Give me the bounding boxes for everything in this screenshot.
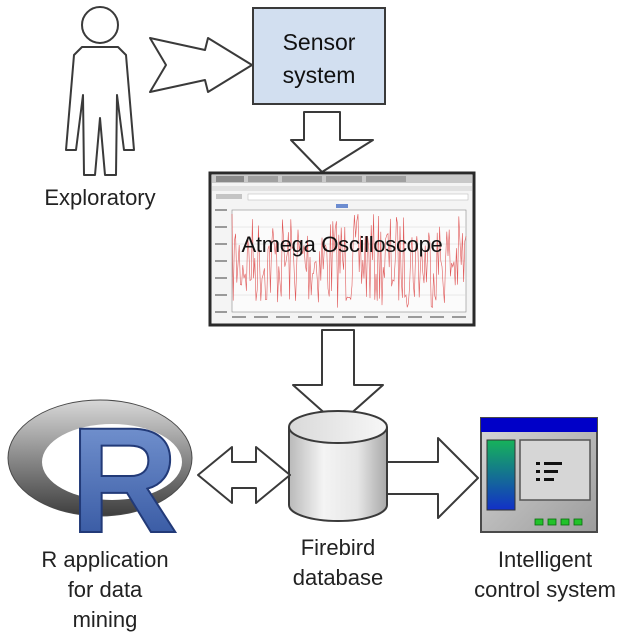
plot-x-tick — [430, 316, 444, 318]
control-label-line1: Intelligent — [497, 547, 593, 572]
oscilloscope-window — [208, 171, 476, 327]
plot-y-tick — [215, 277, 227, 279]
database-label-line1: Firebird — [300, 535, 376, 560]
sensor-system-label: Sensor system — [253, 26, 385, 92]
plot-x-tick — [254, 316, 268, 318]
plot-x-tick — [298, 316, 312, 318]
control-system-label: Intelligent control system — [460, 545, 630, 605]
database-cylinder-icon — [288, 410, 388, 522]
plot-y-tick — [215, 226, 227, 228]
arrow-sensor-to-oscilloscope — [290, 111, 374, 173]
r-logo-icon: R — [7, 395, 193, 565]
plot-y-tick — [215, 260, 227, 262]
plot-y-tick — [215, 243, 227, 245]
r-label-line3: mining — [72, 607, 138, 632]
plot-y-tick — [215, 294, 227, 296]
plot-x-tick — [408, 316, 422, 318]
r-label-line2: for data — [67, 577, 143, 602]
plot-x-tick — [452, 316, 466, 318]
plot-x-tick — [386, 316, 400, 318]
plot-x-tick — [320, 316, 334, 318]
double-arrow-r-database — [197, 446, 291, 504]
oscilloscope-title: Atmega Oscilloscope — [241, 232, 443, 257]
exploratory-label: Exploratory — [44, 185, 156, 210]
plot-x-tick — [364, 316, 378, 318]
database-label: Firebird database — [258, 533, 418, 593]
sensor-system-box — [252, 7, 386, 105]
arrow-person-to-sensor — [149, 37, 253, 93]
arrow-database-to-control — [386, 437, 479, 519]
plot-x-tick — [276, 316, 290, 318]
person-icon — [65, 6, 135, 176]
r-logo-letter: R — [70, 396, 178, 564]
plot-x-tick — [232, 316, 246, 318]
plot-x-tick — [342, 316, 356, 318]
arrow-oscilloscope-to-database — [292, 329, 384, 426]
r-application-label: R application for data mining — [10, 545, 200, 635]
sensor-label-line2: system — [282, 62, 356, 88]
plot-y-tick — [215, 209, 227, 211]
control-system-icon — [480, 417, 598, 533]
database-label-line2: database — [292, 565, 384, 590]
oscilloscope-signal — [231, 213, 467, 308]
plot-y-tick — [215, 311, 227, 313]
r-label-line1: R application — [41, 547, 169, 572]
control-label-line2: control system — [474, 577, 616, 602]
sensor-label-line1: Sensor — [282, 29, 356, 55]
